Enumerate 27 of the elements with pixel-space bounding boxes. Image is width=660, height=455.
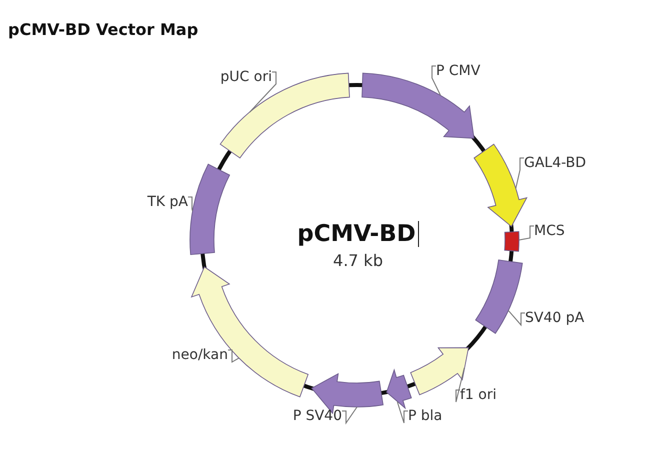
feature-label: GAL4-BD bbox=[524, 154, 586, 172]
leader-line bbox=[508, 310, 526, 326]
plasmid-size: 4.7 kb bbox=[332, 251, 384, 271]
feature-label: P bla bbox=[408, 407, 442, 425]
feature-label: neo/kan bbox=[172, 346, 228, 364]
plasmid-name: pCMV-BD bbox=[297, 220, 416, 248]
leader-line bbox=[515, 158, 524, 189]
leader-line bbox=[342, 406, 358, 425]
feature-label: P SV40 bbox=[292, 407, 342, 425]
leader-line bbox=[396, 402, 408, 424]
leader-line bbox=[432, 66, 441, 96]
feature-block bbox=[190, 164, 230, 255]
feature-block bbox=[475, 260, 523, 334]
feature-label: P CMV bbox=[436, 62, 480, 80]
diagram-title: pCMV-BD Vector Map bbox=[8, 20, 198, 39]
feature-label: TK pA bbox=[147, 193, 188, 211]
leader-line bbox=[518, 226, 534, 240]
leader-line bbox=[249, 72, 276, 113]
feature-label: pUC ori bbox=[220, 68, 272, 86]
feature-label: SV40 pA bbox=[525, 309, 584, 327]
gene-segment bbox=[386, 369, 412, 409]
leader-line bbox=[228, 350, 240, 363]
leader-line bbox=[456, 367, 465, 402]
leader-line bbox=[188, 196, 193, 212]
feature-block bbox=[504, 231, 520, 252]
feature-label: f1 ori bbox=[460, 386, 496, 404]
feature-label: MCS bbox=[534, 222, 565, 240]
